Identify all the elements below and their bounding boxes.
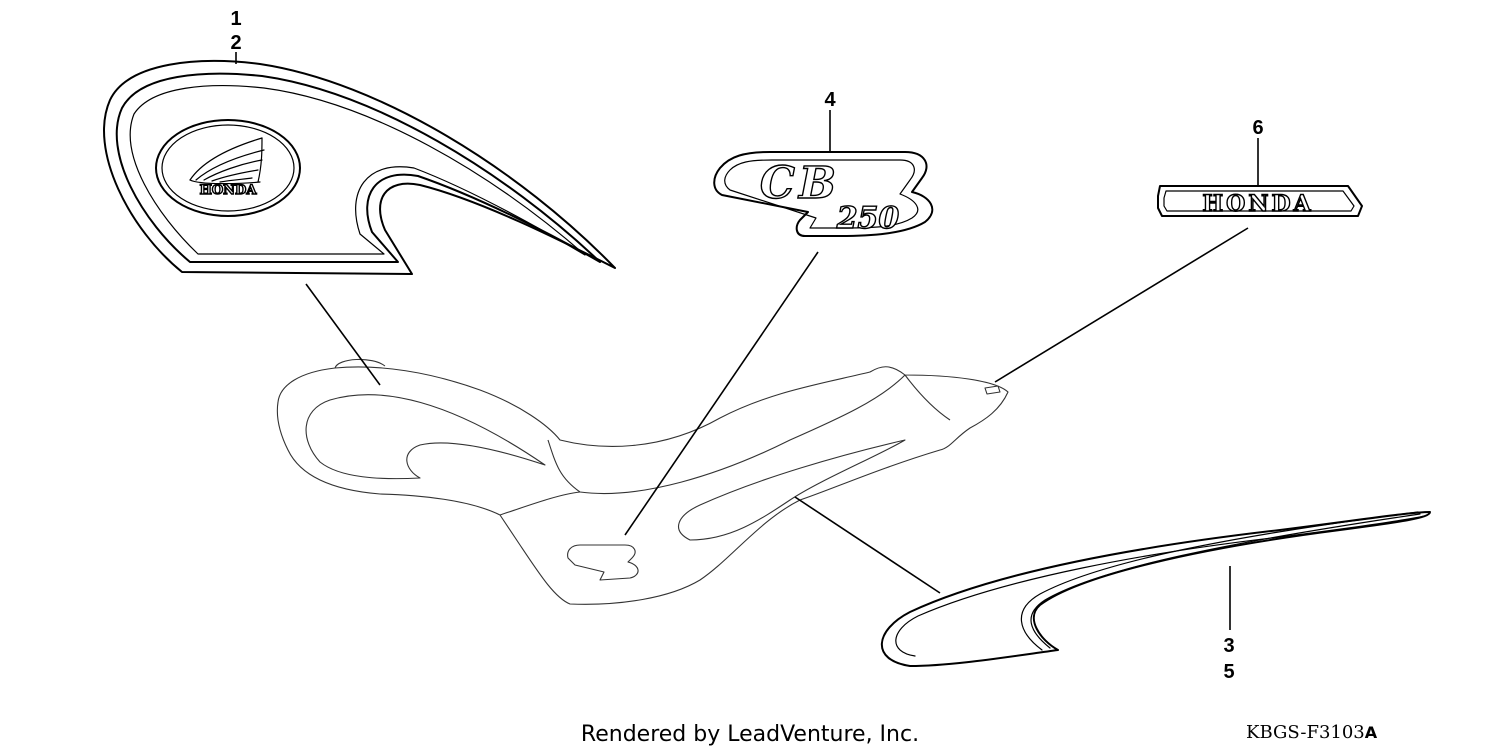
side-stripe-outer-outline [880,511,1431,667]
side-stripe-inner-curve [1030,513,1421,649]
tank-stripe-outer-outline [103,59,616,275]
rendered-by-credit: Rendered by LeadVenture, Inc. [581,722,919,747]
leader-side-to-body [794,496,941,594]
side-stripe-inner-curve-2 [1020,511,1419,651]
leader-cb-to-body [624,251,819,536]
tank-stripe-inner-outline [129,85,586,256]
leader-badge-to-body [994,227,1249,383]
honda-badge-inner-outline [1163,190,1355,212]
honda-badge-decal[interactable]: HONDA [1157,185,1363,218]
wing-emblem-oval [155,119,301,217]
cb-emblem-outer-outline [713,151,934,237]
callout-5: 5 [1223,661,1234,683]
leader-tank-to-body [305,283,381,386]
cb-emblem-letters: CB [760,158,840,209]
leader-lines [235,52,1259,630]
wing-emblem-oval-inner [161,124,295,212]
cb250-emblem-decal[interactable]: CB 250 [713,151,934,237]
tank-stripe-mid-outline [115,72,601,263]
diagram-code-suffix: A [1365,723,1378,742]
honda-badge-outline [1157,185,1363,217]
tank-stripe-decal[interactable]: HONDA [103,59,616,275]
diagram-code-main: KBGS-F3103 [1246,722,1365,743]
diagram-code: KBGS-F3103A [1246,722,1378,743]
cb-emblem-inner-outline [724,159,919,229]
side-cover-stripe-decal[interactable] [880,511,1431,667]
callout-3: 3 [1223,635,1234,657]
tank-emblem-text: HONDA [200,183,258,198]
callout-4: 4 [824,89,836,111]
cb-emblem-number: 250 [836,201,900,236]
motorcycle-body-outline [276,358,1009,605]
callout-6: 6 [1252,117,1263,139]
callout-1: 1 [230,8,241,30]
callout-numbers: 1 2 4 6 3 5 [230,8,1263,683]
wing-logo-icon [189,137,265,185]
honda-badge-text: HONDA [1202,191,1313,217]
callout-2: 2 [230,32,241,54]
side-stripe-mid-outline [895,515,1426,657]
